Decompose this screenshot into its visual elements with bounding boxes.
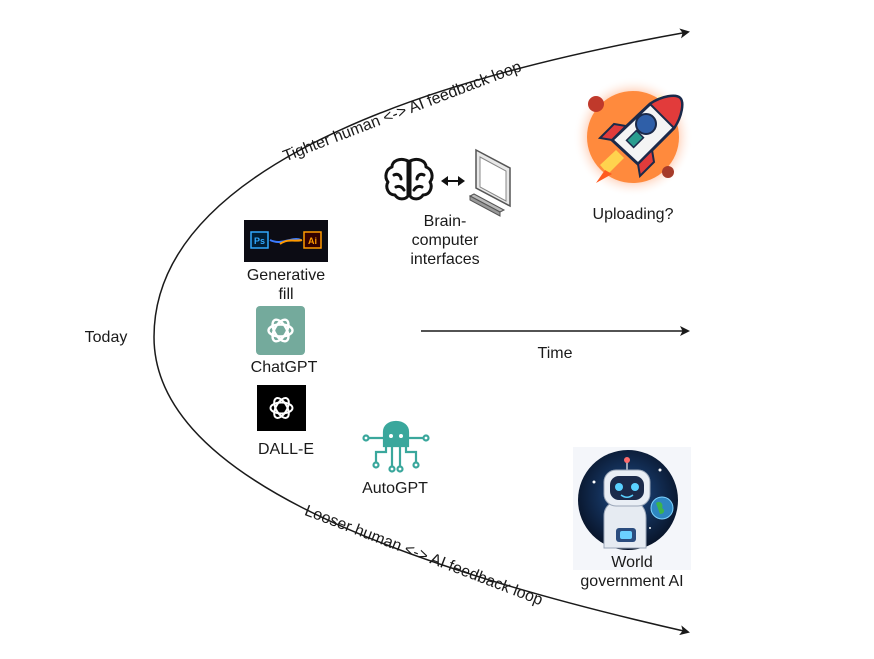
bidirectional-arrow-icon — [441, 176, 465, 186]
upper-curve-label: Tighter human <-> AI feedback loop — [281, 58, 524, 165]
computer-icon — [468, 148, 511, 217]
world-government-ai-label: World government AI — [566, 553, 698, 591]
generative-label-line1: Generative — [246, 267, 326, 284]
photoshop-illustrator-image: Ps Ai — [244, 220, 328, 262]
world-label-line1: World — [611, 554, 653, 571]
chatgpt-label: ChatGPT — [250, 359, 318, 376]
brain-computer-interfaces-label: Brain- computer interfaces — [390, 212, 500, 269]
autogpt-octopus-icon — [362, 420, 430, 473]
dalle-label: DALL-E — [257, 441, 315, 458]
world-government-robot-image — [573, 447, 691, 570]
brain-icon — [384, 157, 434, 201]
lower-curve — [153, 336, 690, 636]
generative-label-line2: fill — [278, 286, 294, 303]
time-label: Time — [537, 345, 573, 362]
chatgpt-logo — [256, 306, 305, 355]
world-label-line2: government AI — [580, 573, 684, 590]
generative-fill-label: Generative fill — [232, 266, 340, 304]
brain-label-line3: interfaces — [410, 251, 480, 268]
ai-badge: Ai — [308, 236, 317, 246]
autogpt-label: AutoGPT — [362, 480, 428, 497]
brain-label-line1: Brain- — [423, 213, 467, 230]
rocket-image — [573, 77, 693, 197]
brain-label-line2: computer — [411, 232, 479, 249]
uploading-label: Uploading? — [592, 206, 674, 223]
upper-curve — [153, 28, 690, 338]
today-label: Today — [84, 329, 128, 346]
dalle-logo — [257, 385, 306, 431]
lower-curve-label: Looser human <-> AI feedback loop — [302, 502, 545, 609]
ps-badge: Ps — [254, 236, 265, 246]
